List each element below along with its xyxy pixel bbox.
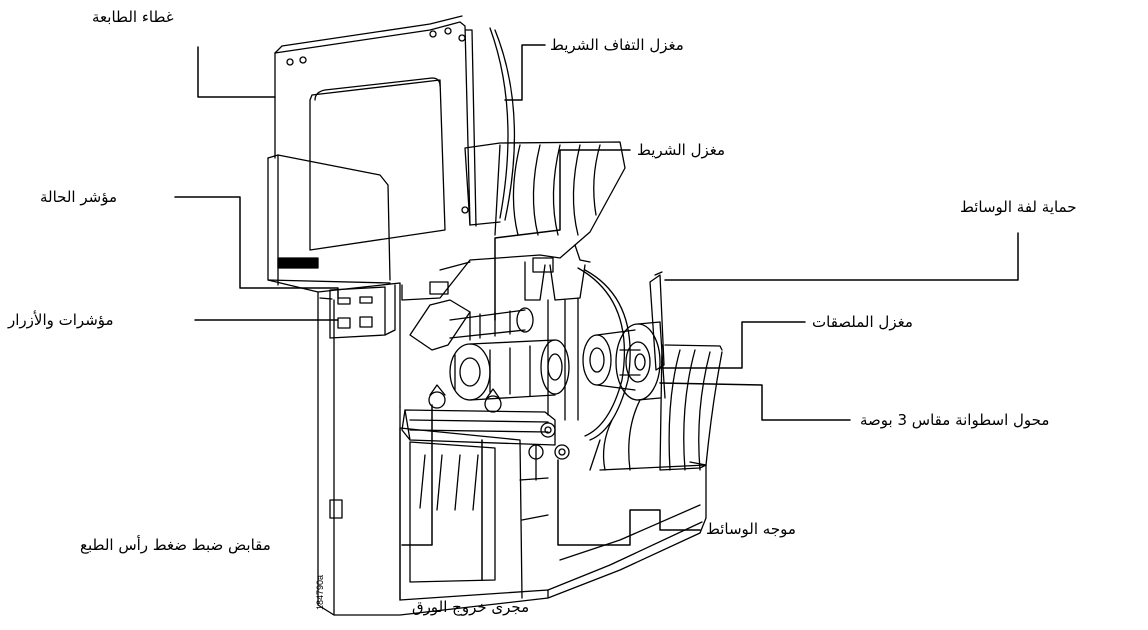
label-media-spindle: مغزل الملصقات (812, 313, 913, 331)
media-spindle-assembly (577, 267, 666, 441)
printhead-mechanism (401, 384, 570, 481)
label-printhead-pressure-knobs: مقابض ضبط ضغط رأس الطبع (80, 536, 271, 554)
leader-lines (174, 44, 1019, 581)
leader-printer-cover (197, 46, 276, 98)
small-port (329, 499, 343, 519)
label-media-guide: موجه الوسائط (706, 520, 796, 538)
label-core-adapter-3in: محول اسطوانة مقاس 3 بوصة (860, 411, 1050, 429)
label-media-exit-path: مجرى خروج الورق (412, 598, 530, 616)
leader-ribbon-spindle (494, 149, 631, 321)
control-panel (329, 286, 386, 339)
leader-core-adapter (659, 382, 851, 421)
ribbon-spindles (409, 299, 570, 401)
media-roll-guard (589, 271, 723, 471)
printer-chassis (317, 282, 707, 616)
label-ribbon-take-up-spindle: مغزل التفاف الشريط (550, 36, 684, 54)
upper-guard (464, 141, 626, 246)
brand-plate (277, 257, 319, 269)
media-exit-area (399, 427, 549, 601)
label-media-roll-guard: حماية لفة الوسائط (960, 198, 1077, 216)
leader-media-spindle (659, 321, 806, 369)
ribbon-arc (489, 27, 509, 219)
label-indicators-and-buttons: مؤشرات والأزرار (8, 311, 114, 329)
label-printer-cover: غطاء الطابعة (92, 8, 174, 26)
figure-code: 184790a (315, 574, 325, 610)
leader-pressure-knobs (401, 404, 433, 546)
label-status-indicator: مؤشر الحالة (40, 188, 117, 206)
leader-media-roll-guard (664, 232, 1019, 281)
leader-status-indicator (174, 196, 339, 299)
label-ribbon-supply-spindle: مغزل الشريط (637, 141, 726, 159)
leader-take-up-spindle (504, 44, 546, 101)
leader-media-guide (557, 459, 701, 546)
